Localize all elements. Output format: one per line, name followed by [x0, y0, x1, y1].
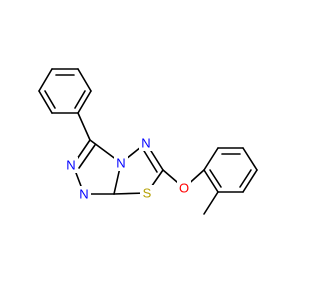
bond [44, 90, 56, 109]
bond [242, 147, 258, 171]
bond [38, 90, 53, 114]
bond [38, 68, 53, 92]
bond [203, 147, 219, 171]
nitrogen-label: N [79, 187, 88, 202]
atom-s1: S [140, 185, 154, 201]
bond [209, 169, 222, 188]
atom-n3: N [114, 155, 128, 171]
bond [239, 169, 252, 188]
bond [77, 68, 92, 92]
bond [77, 112, 91, 141]
bond [77, 90, 92, 114]
sulfur-label: S [143, 186, 152, 201]
bond [203, 169, 219, 193]
bond [203, 191, 219, 215]
nitrogen-label: N [116, 156, 125, 171]
bonds [38, 68, 258, 215]
nitrogen-label: N [141, 136, 150, 151]
bond [242, 169, 258, 193]
atom-n2: N [64, 157, 78, 173]
bond [78, 144, 96, 169]
atom-n4: N [139, 135, 153, 151]
molecule-structure: N N N N N S O [38, 68, 258, 215]
atom-n5: N [77, 186, 91, 202]
nitrogen-label: N [66, 158, 75, 173]
oxygen-label: O [179, 181, 189, 196]
atom-labels: N N N N N S O [64, 135, 191, 202]
atom-o1: O [177, 180, 191, 196]
bond [74, 90, 86, 109]
